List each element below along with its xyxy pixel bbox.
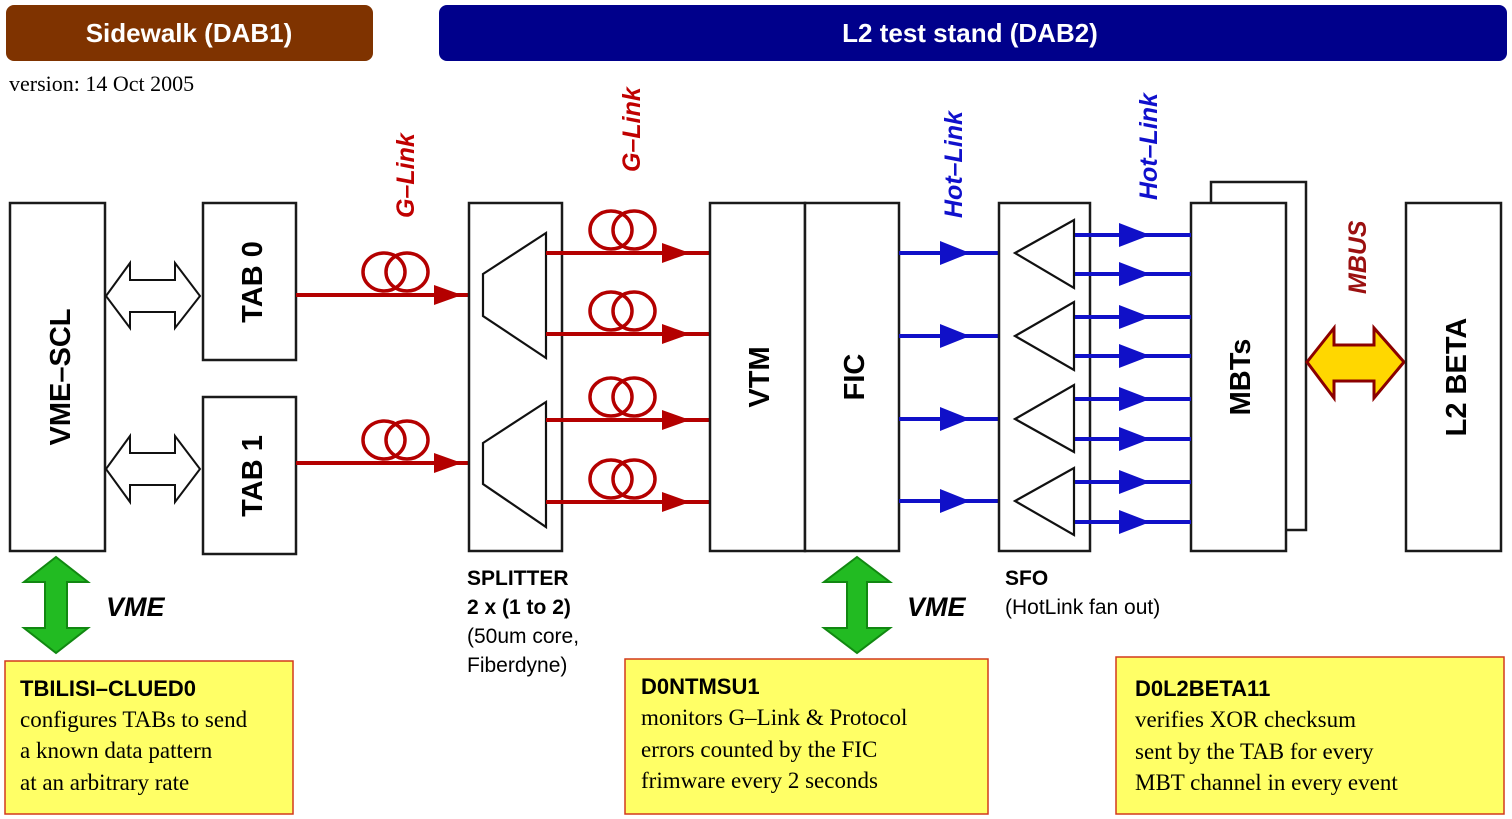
tab0-label: TAB 0 <box>237 241 269 323</box>
splitter-block[interactable] <box>467 201 564 553</box>
fiber-tab1-splitter <box>296 419 485 473</box>
vme-arrow-left-icon <box>21 555 91 655</box>
dab2-header-bar <box>439 5 1507 61</box>
splitter-caption: SPLITTER 2 x (1 to 2) (50um core, Fiberd… <box>467 567 579 677</box>
vme-scl-block[interactable]: VME–SCL <box>8 201 107 553</box>
dab2-header: L2 test stand (DAB2) <box>439 5 1507 61</box>
mbts-label: MBTs <box>1225 339 1257 416</box>
note-title: D0NTMSU1 <box>641 674 760 699</box>
dab2-title: L2 test stand (DAB2) <box>842 18 1098 48</box>
mbus-label: MBUS <box>1344 220 1372 294</box>
splitter-detail-2: Fiberdyne) <box>467 654 567 677</box>
splitter-detail-1: (50um core, <box>467 625 579 648</box>
tab1-label: TAB 1 <box>237 435 269 517</box>
fiber-tab0-splitter <box>296 251 485 305</box>
hotlink-label-2: Hot–Link <box>1135 92 1163 200</box>
fic-block[interactable]: FIC <box>803 201 901 553</box>
hotlink-label-1: Hot–Link <box>940 110 968 218</box>
vme-label-left: VME <box>106 592 166 622</box>
fic-label: FIC <box>839 354 871 401</box>
note-line: frimware every 2 seconds <box>641 768 878 793</box>
vtm-block[interactable]: VTM <box>708 201 807 553</box>
hotlinks-fic-sfo <box>899 241 1015 513</box>
version-label: version: 14 Oct 2005 <box>9 71 194 96</box>
splitter-upper-icon <box>481 230 548 361</box>
vme-arrow-right-icon <box>821 555 893 655</box>
fanout-amp-1-icon <box>1012 218 1076 290</box>
fanout-amp-3-icon <box>1012 383 1076 454</box>
dab1-header-bar <box>6 5 373 61</box>
mbus-double-arrow-icon <box>1305 323 1406 403</box>
note-line: MBT channel in every event <box>1135 770 1398 795</box>
fiber-splitter-vtm-4 <box>546 458 710 512</box>
fiber-splitter-vtm-3 <box>546 376 710 430</box>
note-line: configures TABs to send <box>20 707 248 732</box>
sfo-block[interactable] <box>997 201 1092 553</box>
note-title: TBILISI–CLUED0 <box>20 676 196 701</box>
double-arrow-tab0-icon <box>104 259 202 331</box>
note-d0ntmsu1: D0NTMSU1 monitors G–Link & Protocol erro… <box>624 658 989 815</box>
note-d0l2beta11: D0L2BETA11 verifies XOR checksum sent by… <box>1115 656 1505 815</box>
tab1-block[interactable]: TAB 1 <box>201 395 298 556</box>
glink-label-2: G–Link <box>618 86 646 172</box>
dab1-title: Sidewalk (DAB1) <box>86 18 293 48</box>
l2-beta-block[interactable]: L2 BETA <box>1404 201 1503 553</box>
splitter-subtitle: 2 x (1 to 2) <box>467 596 571 619</box>
sfo-caption: SFO (HotLink fan out) <box>1005 567 1160 619</box>
dab1-header: Sidewalk (DAB1) <box>6 5 373 61</box>
note-line: at an arbitrary rate <box>20 770 189 795</box>
vtm-label: VTM <box>744 346 776 407</box>
vme-label-right: VME <box>907 592 967 622</box>
note-line: errors counted by the FIC <box>641 737 877 762</box>
sfo-title: SFO <box>1005 567 1048 590</box>
l2-beta-label: L2 BETA <box>1441 318 1473 437</box>
note-title: D0L2BETA11 <box>1135 676 1270 701</box>
hotlinks-sfo-mbt <box>1075 223 1191 534</box>
note-line: sent by the TAB for every <box>1135 739 1374 764</box>
double-arrow-tab1-icon <box>104 432 202 506</box>
arrow-head-icon <box>434 453 462 473</box>
fiber-splitter-vtm-2 <box>546 290 710 344</box>
sfo-detail: (HotLink fan out) <box>1005 596 1160 619</box>
mbts-block[interactable]: MBTs <box>1189 180 1308 553</box>
splitter-lower-icon <box>481 399 548 530</box>
tab0-block[interactable]: TAB 0 <box>201 201 298 362</box>
note-line: a known data pattern <box>20 738 213 763</box>
note-line: monitors G–Link & Protocol <box>641 705 907 730</box>
note-tbilisi-clued0: TBILISI–CLUED0 configures TABs to send a… <box>4 660 294 815</box>
splitter-title: SPLITTER <box>467 567 569 590</box>
note-line: verifies XOR checksum <box>1135 707 1356 732</box>
fibers-splitter-vtm <box>546 209 710 512</box>
vme-scl-label: VME–SCL <box>45 309 77 446</box>
fanout-amp-4-icon <box>1012 466 1076 537</box>
fanout-amp-2-icon <box>1012 300 1076 372</box>
fiber-splitter-vtm-1 <box>546 209 710 263</box>
arrow-head-icon <box>434 285 462 305</box>
glink-label-1: G–Link <box>392 132 420 218</box>
